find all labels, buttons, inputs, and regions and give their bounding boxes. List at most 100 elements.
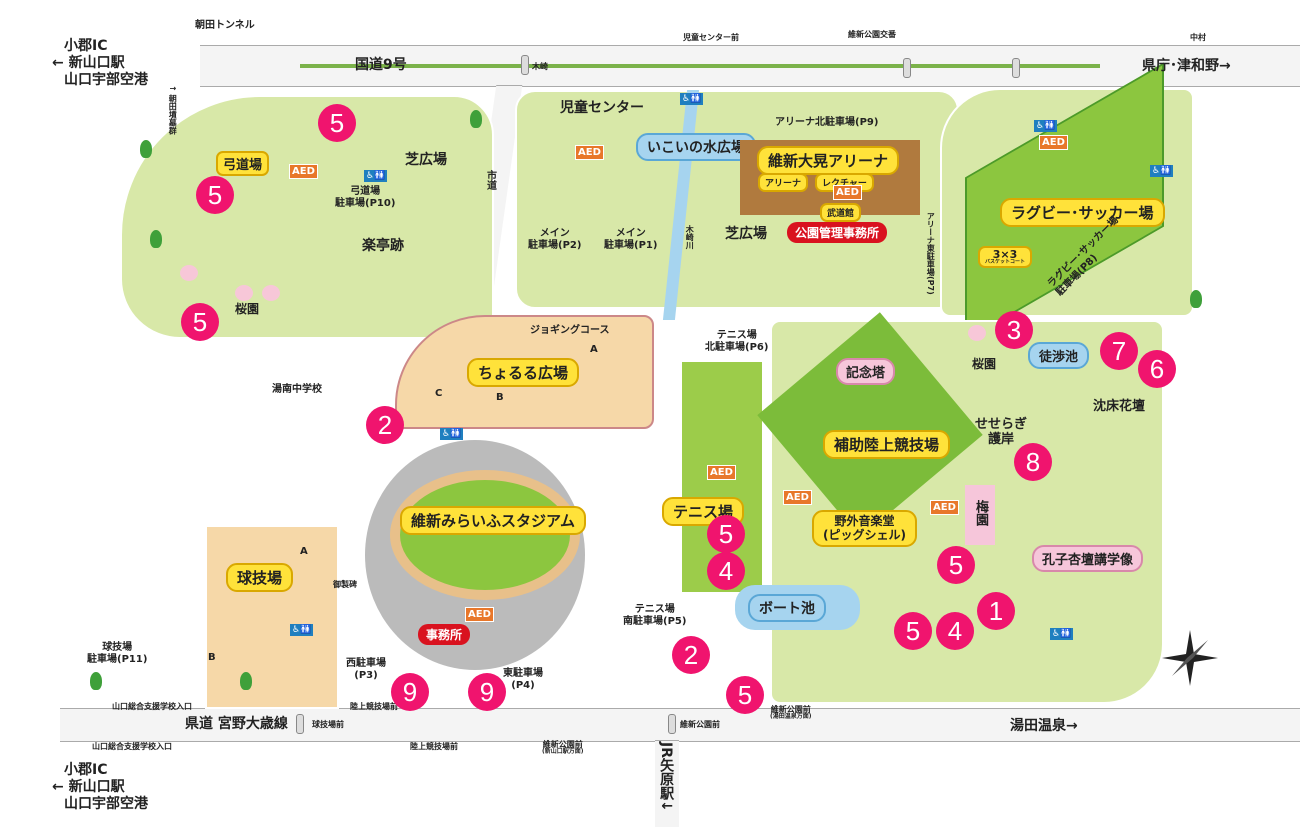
- marker-2[interactable]: 2: [366, 406, 404, 444]
- aed-icon: AED: [707, 465, 736, 480]
- sakura-tree-icon: [262, 285, 280, 301]
- bus-stop-park-signal: 維新公園前: [680, 720, 720, 729]
- marker-3[interactable]: 3: [995, 311, 1033, 349]
- marker-9[interactable]: 9: [468, 673, 506, 711]
- jr-station-direction: JR矢原駅↓: [658, 742, 675, 812]
- route9-label: 国道9号: [355, 57, 407, 73]
- basketball-court-label: 3×3 バスケットコート: [978, 246, 1033, 268]
- accessible-toilet-icon: ♿🚻: [1050, 628, 1074, 640]
- marker-4[interactable]: 4: [707, 552, 745, 590]
- marker-5[interactable]: 5: [318, 104, 356, 142]
- arena-east-p7-label: アリーナ東駐車場(P7): [926, 212, 936, 295]
- sakura-tree-icon: [180, 265, 198, 281]
- direction-line: ← 新山口駅: [52, 778, 125, 795]
- budokan-label: 武道館: [820, 203, 862, 222]
- traffic-signal-icon: [296, 714, 304, 734]
- accessible-toilet-icon: ♿🚻: [1150, 165, 1174, 177]
- bus-stop-children-center: 児童センター前: [683, 33, 739, 42]
- stop-direction: (湯田温泉方面): [770, 713, 812, 721]
- direction-line: 小郡IC: [64, 38, 108, 54]
- asada-tombs-label: ↑ 朝田墳墓群: [168, 85, 178, 135]
- tree-icon: [150, 230, 162, 248]
- basket-sub: バスケットコート: [985, 259, 1026, 265]
- ballpark-label[interactable]: 球技場: [226, 563, 294, 592]
- west-direction-bottom: 小郡IC ← 新山口駅 山口宇部空港: [52, 762, 148, 812]
- kyudojo-label[interactable]: 弓道場: [216, 151, 270, 176]
- jogging-course-label: ジョギングコース: [530, 325, 610, 336]
- marker-5[interactable]: 5: [181, 303, 219, 341]
- marker-2[interactable]: 2: [672, 636, 710, 674]
- direction-line: 山口宇部空港: [64, 71, 148, 88]
- accessible-toilet-icon: ♿🚻: [440, 428, 464, 440]
- asada-tunnel-label: 朝田トンネル: [195, 20, 255, 31]
- ballpark-p11-label: 球技場 駐車場(P11): [87, 642, 148, 665]
- rugby-soccer-label[interactable]: ラグビー･サッカー場: [1000, 198, 1165, 227]
- park-office-label[interactable]: 公園管理事務所: [787, 222, 888, 243]
- ikoi-water-plaza-label[interactable]: いこいの水広場: [636, 133, 756, 161]
- tree-icon: [90, 672, 102, 690]
- bus-stop-park-shinyamaguchi: 維新公園前 (新山口駅方面): [542, 740, 584, 756]
- kyudojo-parking-label: 弓道場 駐車場(P10): [335, 186, 396, 209]
- main-p1-label: メイン 駐車場(P1): [604, 228, 658, 251]
- lawn-plaza-2-label: 芝広場: [725, 226, 767, 242]
- sakura-tree-icon: [235, 285, 253, 301]
- children-center-label: 児童センター: [560, 100, 644, 116]
- aed-icon: AED: [575, 145, 604, 160]
- koban-label: 維新公園交番: [848, 30, 896, 39]
- arena-sub-label: アリーナ: [758, 173, 809, 192]
- stadium-field: [390, 470, 580, 600]
- rakutei-label: 楽亭跡: [362, 238, 404, 254]
- east-direction-top: 県庁･津和野→: [1142, 58, 1231, 74]
- traffic-signal-icon: [521, 55, 529, 75]
- stadium-office-label[interactable]: 事務所: [418, 624, 471, 645]
- aux-track-label[interactable]: 補助陸上競技場: [823, 430, 951, 459]
- confucius-statue-label[interactable]: 孔子杏壇講学像: [1032, 545, 1144, 572]
- memorial-tower-label[interactable]: 記念塔: [836, 358, 896, 385]
- stadium-label[interactable]: 維新みらいふスタジアム: [400, 506, 586, 535]
- boat-pond-label[interactable]: ボート池: [748, 594, 826, 622]
- jr-road: [655, 740, 679, 827]
- direction-line: 小郡IC: [64, 762, 108, 778]
- east-direction-bottom: 湯田温泉→: [1010, 718, 1078, 734]
- marker-5[interactable]: 5: [707, 515, 745, 553]
- marker-4[interactable]: 4: [936, 612, 974, 650]
- traffic-signal-icon: [903, 58, 911, 78]
- bus-stop-stadium-2: 陸上競技場前: [410, 742, 458, 751]
- median-strip: [300, 64, 1100, 68]
- yunan-jhs-label: 湯南中学校: [272, 384, 322, 395]
- sakura-garden-2-label: 桜園: [972, 357, 997, 371]
- marker-5[interactable]: 5: [937, 546, 975, 584]
- amphitheater-label[interactable]: 野外音楽堂 (ピッグシェル): [812, 510, 917, 547]
- marker-5[interactable]: 5: [894, 612, 932, 650]
- accessible-toilet-icon: ♿🚻: [680, 93, 704, 105]
- marker-7[interactable]: 7: [1100, 332, 1138, 370]
- tennis-court-label[interactable]: テニス場: [662, 497, 745, 526]
- marker-5[interactable]: 5: [196, 176, 234, 214]
- kizaki-river-label: 木崎川: [685, 225, 695, 249]
- traffic-signal-icon: [1012, 58, 1020, 78]
- stop-direction: (新山口駅方面): [542, 748, 584, 756]
- choruru-plaza-label[interactable]: ちょるる広場: [467, 358, 580, 387]
- bus-stop-nakamura: 中村: [1190, 33, 1206, 42]
- court-c-label: C: [435, 388, 443, 399]
- tree-icon: [240, 672, 252, 690]
- marker-1[interactable]: 1: [977, 592, 1015, 630]
- tree-icon: [140, 140, 152, 158]
- prefectural-road-label: 県道 宮野大歳線: [185, 716, 288, 732]
- tennis-north-p6-label: テニス場 北駐車場(P6): [705, 330, 769, 353]
- accessible-toilet-icon: ♿🚻: [1034, 120, 1058, 132]
- bus-stop-park-yuda: 維新公園前 (湯田温泉方面): [770, 705, 812, 721]
- plum-garden-label: 梅園: [972, 500, 988, 526]
- city-road-label: 市道: [484, 170, 496, 190]
- amphitheater-nickname: (ピッグシェル): [823, 528, 906, 543]
- court-b-label: B: [496, 392, 504, 403]
- traffic-signal-icon: [668, 714, 676, 734]
- marker-9[interactable]: 9: [391, 673, 429, 711]
- marker-6[interactable]: 6: [1138, 350, 1176, 388]
- arena-label[interactable]: 維新大晃アリーナ: [757, 146, 900, 175]
- marker-8[interactable]: 8: [1014, 443, 1052, 481]
- wading-pond-label[interactable]: 徒渉池: [1028, 342, 1090, 369]
- prefectural-road: [60, 708, 1300, 742]
- marker-5[interactable]: 5: [726, 676, 764, 714]
- bus-stop-kizaki: 木崎: [532, 62, 548, 71]
